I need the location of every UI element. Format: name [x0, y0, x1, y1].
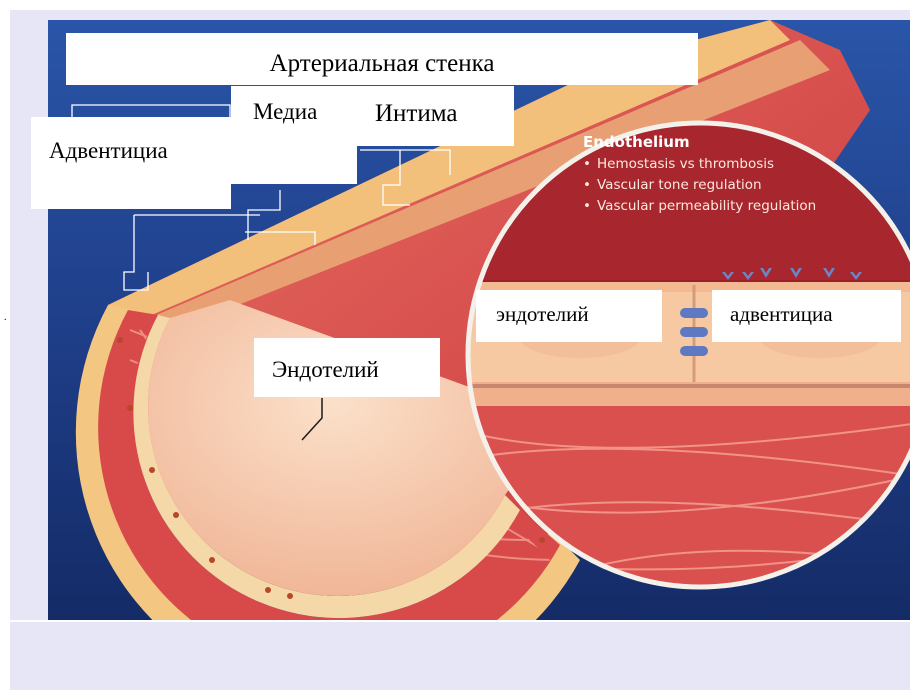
label-endothelium-main: Эндотелий — [254, 338, 440, 397]
endothelium-main-text: Эндотелий — [272, 357, 379, 382]
adventitia-inset-text: адвентициа — [730, 302, 833, 326]
label-media: Медиа — [231, 86, 357, 184]
intima-text: Интима — [375, 100, 457, 127]
endothelium-callout: Endothelium Hemostasis vs thrombosis Vas… — [583, 132, 843, 217]
label-intima: Интима — [357, 86, 514, 146]
callout-bullet: Hemostasis vs thrombosis — [583, 154, 843, 175]
endothelium-inset-text: эндотелий — [496, 302, 589, 326]
label-endothelium-inset: эндотелий — [476, 290, 662, 342]
arterial-wall-text: Артериальная стенка — [270, 50, 495, 77]
label-adventitia: Адвентициа — [31, 117, 231, 209]
left-strip — [10, 20, 48, 620]
adventitia-text: Адвентициа — [49, 138, 168, 163]
label-adventitia-inset: адвентициа — [712, 290, 901, 342]
callout-title: Endothelium — [583, 132, 843, 153]
stray-dot: . — [4, 312, 7, 323]
label-arterial-wall: Артериальная стенка — [66, 33, 698, 85]
media-text: Медиа — [253, 99, 317, 124]
top-band — [10, 10, 910, 20]
callout-bullet: Vascular permeability regulation — [583, 196, 843, 217]
bottom-band — [10, 622, 910, 690]
callout-bullet: Vascular tone regulation — [583, 175, 843, 196]
